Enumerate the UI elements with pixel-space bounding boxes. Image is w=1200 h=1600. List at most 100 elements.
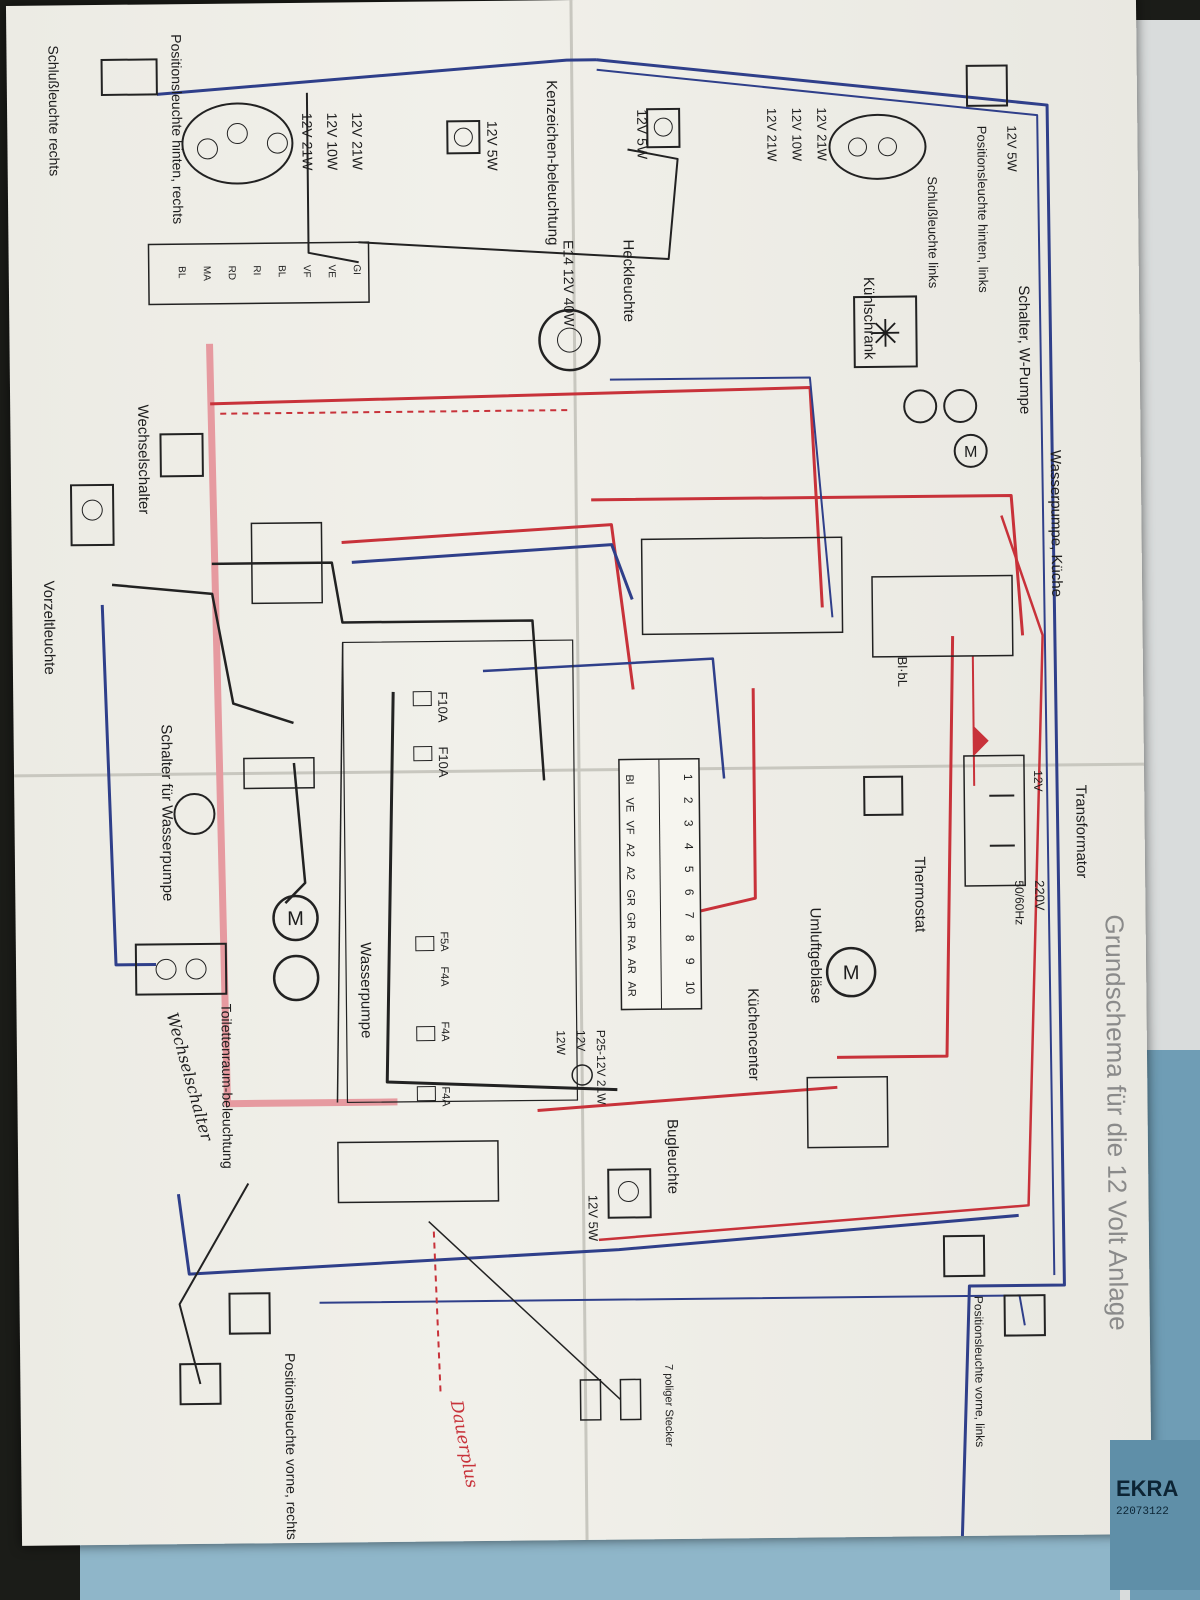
label-fuse-f4a-2: F4A — [439, 1021, 451, 1042]
red-wire-lower — [537, 1085, 838, 1112]
terminal-code: VF — [624, 820, 636, 834]
central-terminal-strip — [618, 757, 703, 1011]
toilet-lamp — [134, 942, 228, 996]
terminal-number: 4 — [682, 843, 696, 850]
kitchen-fuse-block — [640, 536, 1014, 658]
label-bugleuchte: Bugleuchte — [664, 1119, 682, 1194]
diagram-title: Grundschema für die 12 Volt Anlage — [1100, 914, 1134, 1331]
black-wire-fuse-loop — [385, 691, 618, 1092]
red-wire-umluft — [837, 636, 955, 1059]
terminal-code: A2 — [624, 843, 636, 857]
label-bug-rating: 12V 5W — [585, 1195, 600, 1242]
label-trafo-12v: 12V — [1031, 770, 1045, 792]
label-lamp-p25: P25-12V 21W — [594, 1030, 609, 1106]
label-toilette: Toilettenraum-beleuchtung — [218, 1004, 236, 1169]
plug-code: GI — [351, 264, 362, 275]
red-wire-main-left — [206, 343, 398, 1108]
label-heck: Heckleuchte — [619, 239, 637, 322]
terminal-number: 7 — [682, 912, 696, 919]
red-wire-center — [341, 523, 635, 690]
label-bi-bl: Bl·bL — [895, 657, 910, 688]
red-wire-right — [598, 515, 1044, 1242]
label-kuechencenter: Küchencenter — [744, 988, 762, 1081]
terminal-number: 8 — [683, 935, 697, 942]
plug-code: VE — [326, 265, 337, 279]
label-pos-front-right: Positionsleuchte vorne, rechts — [282, 1353, 300, 1540]
black-wire-front-right — [178, 1182, 250, 1385]
label-thermostat: Thermostat — [911, 856, 929, 933]
terminal-code: AR — [625, 958, 637, 973]
blue-wire-water-switch — [100, 604, 157, 967]
label-rear-left-rating-2: 12V 10W — [789, 108, 805, 162]
label-schluss-rechts: Schlußleuchte rechts — [45, 45, 62, 176]
label-pos-rear-left-rating: 12V 5W — [1004, 125, 1019, 172]
red-dashed-wire — [220, 409, 571, 415]
front-right-lamp — [179, 1292, 271, 1406]
blue-wire-center-box — [482, 657, 726, 779]
blue-wire-top — [156, 58, 597, 96]
plug-code: RI — [251, 265, 262, 275]
label-wechselschalter: Wechselschalter — [134, 404, 152, 514]
plug-code: MA — [201, 266, 212, 281]
red-dashed-dauerplus — [432, 1231, 442, 1392]
awning-lamp — [69, 483, 115, 547]
water-pump-kitchen: M — [903, 388, 988, 468]
label-hand-wechsel: Wechselschalter — [163, 1010, 217, 1144]
fold-crease-vertical — [569, 0, 589, 1540]
background-ekra-label: EKRA 22073122 — [1110, 1440, 1200, 1590]
label-rear-left-rating-3: 12V 21W — [764, 108, 780, 162]
red-wire-top-loop — [210, 386, 824, 608]
label-fuse-f4a-3: F4A — [439, 1086, 451, 1107]
seven-pin-plug — [579, 1378, 642, 1421]
black-wire-stecker — [428, 1221, 622, 1401]
svg-text:M: M — [964, 444, 978, 461]
wiring-diagram: ✳ M M — [14, 0, 1144, 1546]
label-wasserpumpe: Wasserpumpe — [357, 942, 375, 1038]
lamp-p25 — [571, 1064, 593, 1086]
label-heck-rating-top: 12V 5W — [634, 109, 651, 160]
label-stecker: 7 poliger Stecker — [662, 1364, 675, 1447]
license-plate-lamp — [446, 119, 481, 155]
terminal-number: 5 — [682, 866, 696, 873]
label-schluss-links: Schlußleuchte links — [925, 176, 941, 289]
water-pump: M — [272, 894, 320, 1002]
rear-right-lamp-cluster — [100, 58, 294, 185]
ekra-code: 22073122 — [1116, 1506, 1169, 1518]
terminal-code: A2 — [624, 866, 636, 880]
terminal-number: 2 — [681, 797, 695, 804]
fuse-panel — [342, 639, 579, 1104]
black-wire-left — [336, 642, 344, 1103]
rear-switch — [159, 432, 204, 478]
terminal-number: 10 — [683, 981, 697, 995]
terminal-number: 3 — [682, 820, 696, 827]
blue-wire-front-left — [319, 1294, 1026, 1326]
black-wire-vorzelt — [111, 583, 294, 725]
rear-left-lamp-cluster — [828, 64, 1009, 180]
blue-wire-right-inner — [596, 68, 1056, 1276]
kitchen-relay-block — [806, 1076, 889, 1149]
label-pos-rear-left: Positionsleuchte hinten, links — [974, 126, 991, 294]
plug-code: VF — [301, 265, 312, 278]
black-wire-main — [211, 561, 546, 781]
label-schalter-wpumpe: Schalter, W-Pumpe — [1015, 285, 1033, 414]
wiring-diagram-sheet: ✳ M M — [5, 0, 1153, 1546]
diode-icon — [973, 725, 989, 756]
red-wire-kitchen-feed — [591, 493, 1025, 636]
label-rear-right-rating-3: 12V 21W — [299, 113, 316, 172]
circulation-fan: M — [825, 946, 877, 998]
label-kennzeichen: Kenzeichen-beleuchtung — [543, 80, 562, 245]
red-wire-diode — [971, 655, 976, 786]
black-wire-pump — [284, 762, 307, 904]
black-wire-heck — [358, 148, 679, 261]
label-fuse-f4a-1: F4A — [438, 966, 450, 987]
plug-code: BL — [276, 265, 287, 278]
label-hand-dauerplus: Dauerplus — [446, 1398, 482, 1490]
bow-lamp — [607, 1168, 652, 1219]
label-pos-rear-right: Positionsleuchte hinten, rechts — [168, 34, 186, 224]
label-wasserpumpe-kueche: Wasserpumpe, Küche — [1047, 450, 1066, 597]
plug-code: BL — [176, 266, 187, 279]
heck-lamp — [538, 308, 601, 372]
black-wire-rear — [305, 92, 359, 264]
